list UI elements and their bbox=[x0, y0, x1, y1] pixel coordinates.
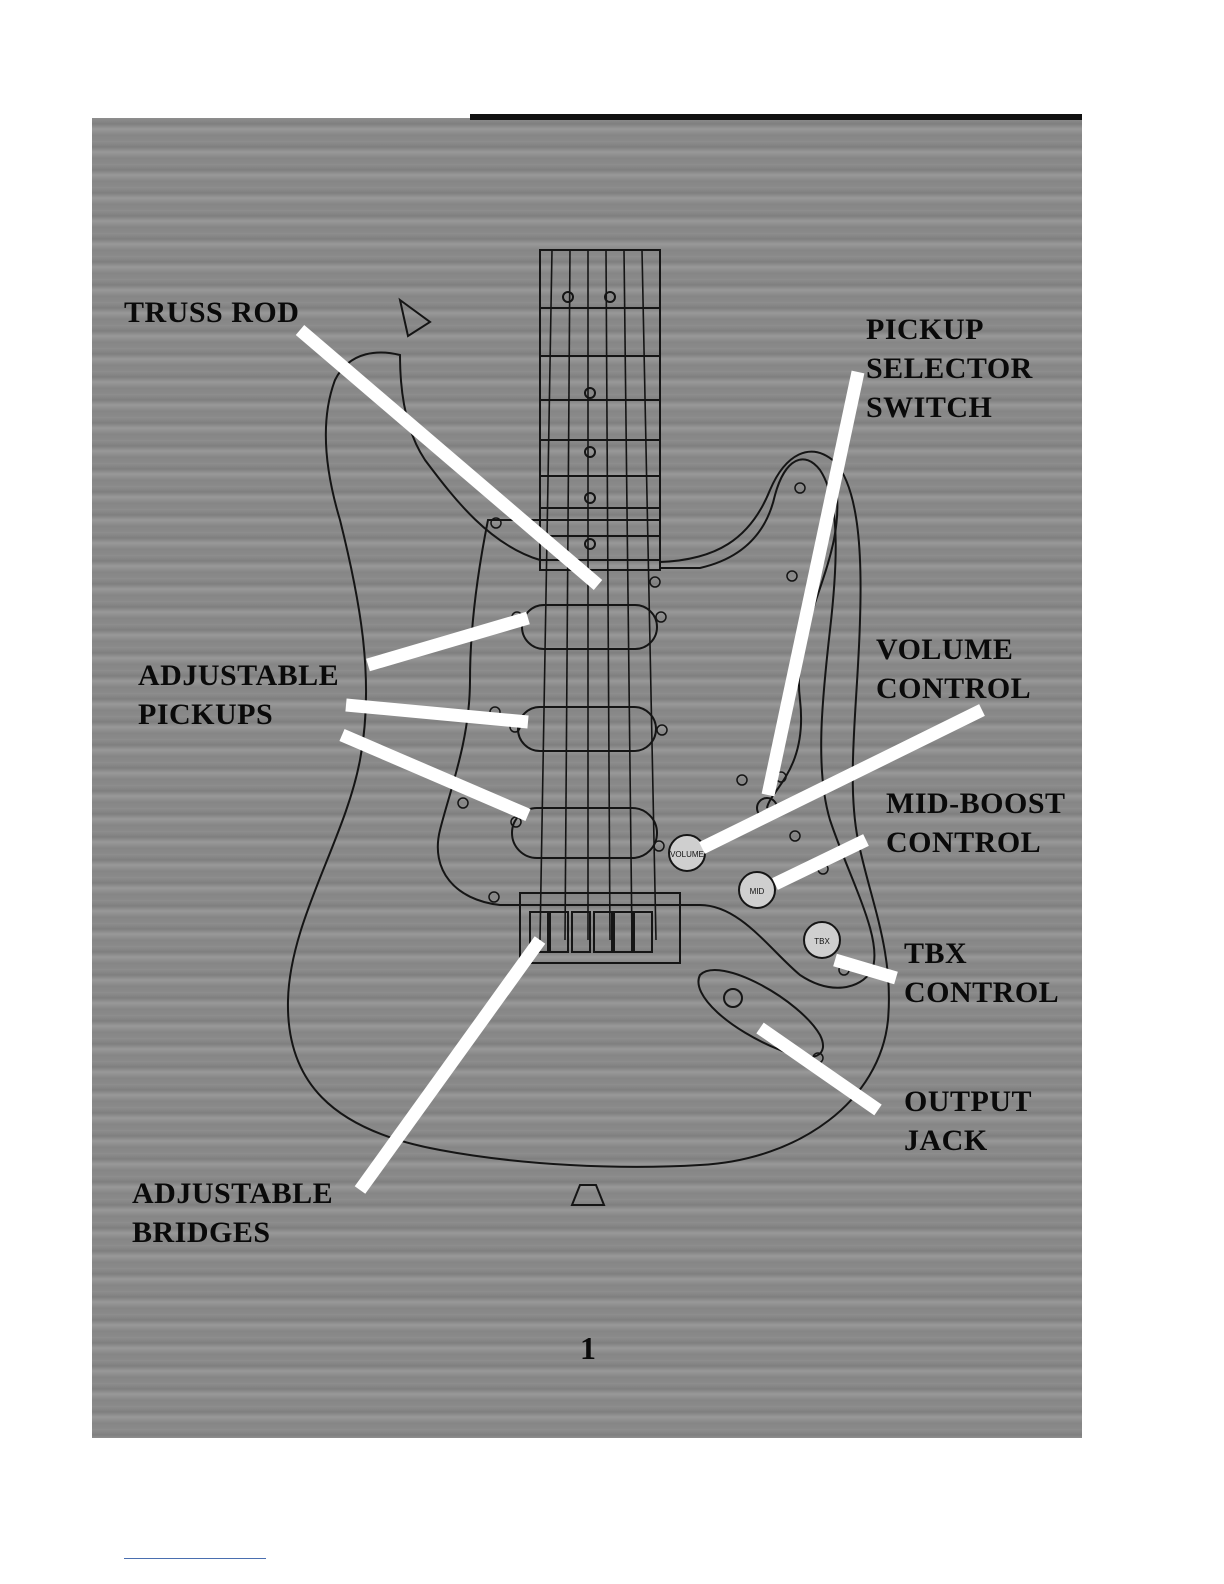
knob-volume-label: VOLUME bbox=[670, 850, 704, 859]
knob-mid-label: MID bbox=[750, 887, 765, 896]
label-truss-rod: TRUSS ROD bbox=[124, 293, 299, 332]
pointer-pickup-middle bbox=[346, 705, 528, 722]
guitar-neck bbox=[540, 250, 660, 570]
strap-button-bottom bbox=[572, 1185, 604, 1205]
pointer-truss-rod bbox=[300, 330, 598, 585]
pickup-middle bbox=[518, 707, 656, 751]
pointer-pickup-bridge bbox=[342, 735, 528, 815]
label-mid-boost-control: MID-BOOST CONTROL bbox=[886, 784, 1066, 862]
pickup-bridge bbox=[512, 808, 657, 858]
guitar-strings bbox=[540, 250, 656, 940]
output-jack-plate bbox=[698, 970, 823, 1057]
label-output-jack: OUTPUT JACK bbox=[904, 1082, 1032, 1160]
label-adjustable-bridges: ADJUSTABLE BRIDGES bbox=[132, 1174, 333, 1252]
label-pickup-selector-switch: PICKUP SELECTOR SWITCH bbox=[866, 310, 1033, 427]
page-number: 1 bbox=[580, 1330, 596, 1367]
output-jack-socket bbox=[724, 989, 742, 1007]
label-adjustable-pickups: ADJUSTABLE PICKUPS bbox=[138, 656, 339, 734]
footer-rule bbox=[124, 1558, 266, 1559]
pointer-pickup-selector bbox=[768, 372, 858, 795]
pointer-pickup-neck bbox=[368, 618, 528, 665]
pointer-output-jack bbox=[760, 1028, 878, 1110]
bridge-saddles bbox=[530, 912, 652, 952]
label-tbx-control: TBX CONTROL bbox=[904, 934, 1059, 1012]
fret-lines bbox=[540, 308, 660, 560]
pickup-neck bbox=[522, 605, 657, 649]
strap-button-top bbox=[400, 300, 430, 336]
label-volume-control: VOLUME CONTROL bbox=[876, 630, 1031, 708]
knob-tbx-label: TBX bbox=[814, 937, 830, 946]
